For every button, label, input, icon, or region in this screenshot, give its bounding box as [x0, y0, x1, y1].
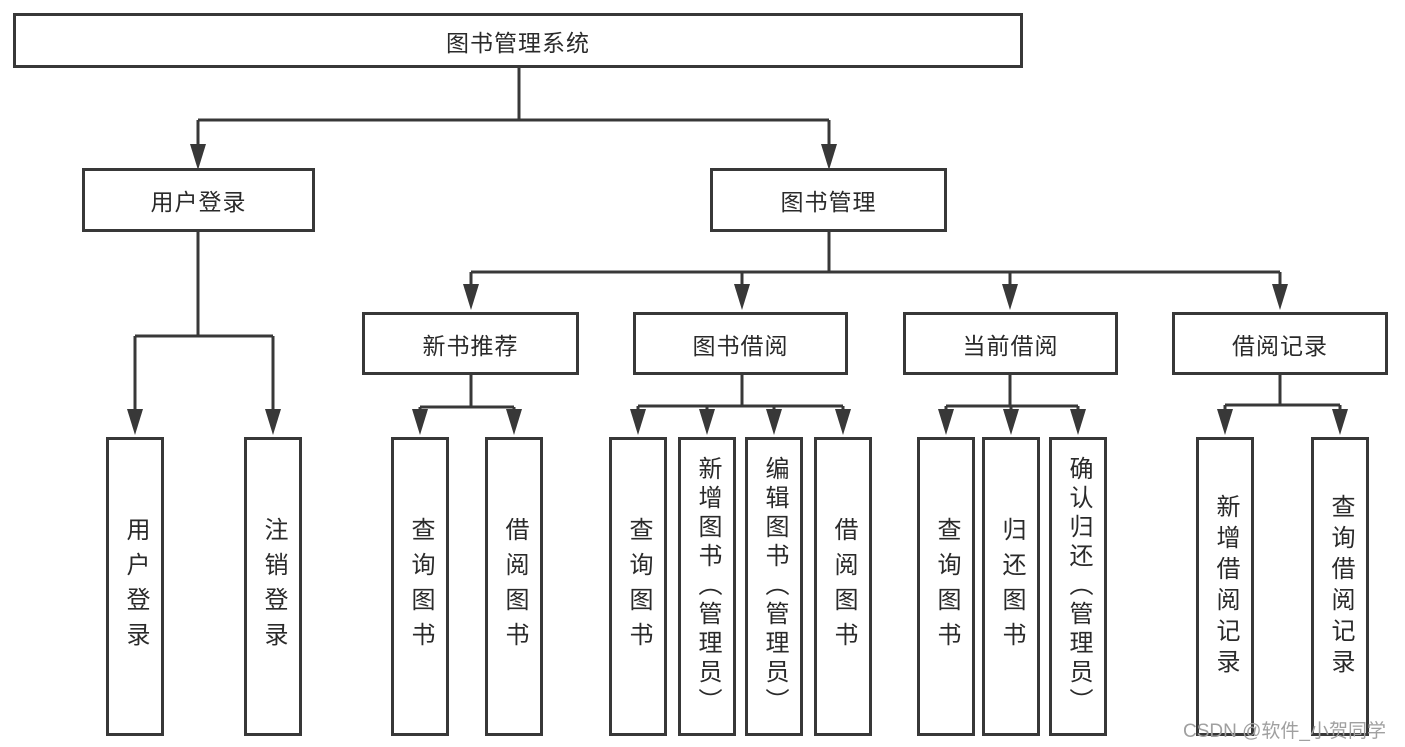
connector-book-borrow-to-leaves — [630, 375, 851, 435]
connector-root-to-level2 — [190, 68, 837, 170]
node-leaf-newbook-query-label: 查询图书 — [407, 516, 434, 657]
node-leaf-current-confirm-admin-label: 确认归还（管理员） — [1065, 456, 1092, 717]
arrowhead — [1002, 284, 1018, 310]
arrowhead — [821, 144, 837, 170]
node-leaf-newbook-query: 查询图书 — [391, 437, 449, 736]
node-user-login-group-label: 用户登录 — [150, 189, 247, 215]
node-root-system: 图书管理系统 — [13, 13, 1023, 68]
arrowhead — [1070, 409, 1086, 435]
node-leaf-borrow-borrow-label: 借阅图书 — [830, 516, 857, 657]
node-leaf-borrow-query-label: 查询图书 — [625, 516, 652, 657]
node-current-borrow: 当前借阅 — [903, 312, 1118, 375]
arrowhead — [835, 409, 851, 435]
arrowhead — [734, 284, 750, 310]
arrowhead — [1332, 409, 1348, 435]
arrowhead — [1272, 284, 1288, 310]
arrowhead — [630, 409, 646, 435]
csdn-watermark: CSDN @软件_小贺同学 — [1183, 721, 1386, 742]
connector-book-management-to-level3 — [463, 232, 1288, 310]
node-leaf-logout: 注销登录 — [244, 437, 302, 736]
arrowhead — [506, 409, 522, 435]
arrowhead — [1003, 409, 1019, 435]
node-leaf-borrow-borrow: 借阅图书 — [814, 437, 872, 736]
node-leaf-current-return-label: 归还图书 — [998, 516, 1025, 657]
node-leaf-newbook-borrow: 借阅图书 — [485, 437, 543, 736]
arrowhead — [1217, 409, 1233, 435]
arrowhead — [190, 144, 206, 170]
arrowhead — [766, 409, 782, 435]
node-borrow-records-label: 借阅记录 — [1232, 332, 1328, 359]
node-user-login-group: 用户登录 — [82, 168, 315, 232]
node-leaf-borrow-add-admin-label: 新增图书（管理员） — [694, 456, 721, 717]
arrowhead — [127, 409, 143, 435]
node-leaf-newbook-borrow-label: 借阅图书 — [501, 516, 528, 657]
arrowhead — [463, 284, 479, 310]
connector-current-borrow-to-leaves — [938, 375, 1086, 435]
node-root-label: 图书管理系统 — [446, 29, 590, 56]
arrowhead — [938, 409, 954, 435]
node-leaf-current-return: 归还图书 — [982, 437, 1040, 736]
node-leaf-records-add-label: 新增借阅记录 — [1212, 493, 1239, 680]
node-leaf-user-login-label: 用户登录 — [122, 516, 149, 657]
node-leaf-logout-label: 注销登录 — [260, 516, 287, 657]
node-book-management: 图书管理 — [710, 168, 947, 232]
node-leaf-current-confirm-admin: 确认归还（管理员） — [1049, 437, 1107, 736]
node-leaf-records-add: 新增借阅记录 — [1196, 437, 1254, 736]
node-leaf-borrow-edit-admin: 编辑图书（管理员） — [745, 437, 803, 736]
node-leaf-user-login: 用户登录 — [106, 437, 164, 736]
node-leaf-borrow-edit-admin-label: 编辑图书（管理员） — [761, 456, 788, 717]
node-new-book-recommend: 新书推荐 — [362, 312, 579, 375]
arrowhead — [699, 409, 715, 435]
node-leaf-records-query-label: 查询借阅记录 — [1327, 493, 1354, 680]
node-leaf-borrow-add-admin: 新增图书（管理员） — [678, 437, 736, 736]
node-current-borrow-label: 当前借阅 — [962, 332, 1059, 359]
node-book-borrow-label: 图书借阅 — [692, 332, 789, 359]
node-leaf-borrow-query: 查询图书 — [609, 437, 667, 736]
node-book-borrow: 图书借阅 — [633, 312, 848, 375]
connector-borrow-records-to-leaves — [1217, 375, 1348, 435]
connector-new-book-to-leaves — [412, 375, 522, 435]
node-leaf-records-query: 查询借阅记录 — [1311, 437, 1369, 736]
connector-user-login-to-leaves — [127, 232, 281, 435]
arrowhead — [265, 409, 281, 435]
node-book-management-label: 图书管理 — [780, 189, 877, 215]
node-borrow-records: 借阅记录 — [1172, 312, 1388, 375]
node-new-book-recommend-label: 新书推荐 — [422, 332, 519, 359]
arrowhead — [412, 409, 428, 435]
node-leaf-current-query-label: 查询图书 — [933, 516, 960, 657]
node-leaf-current-query: 查询图书 — [917, 437, 975, 736]
